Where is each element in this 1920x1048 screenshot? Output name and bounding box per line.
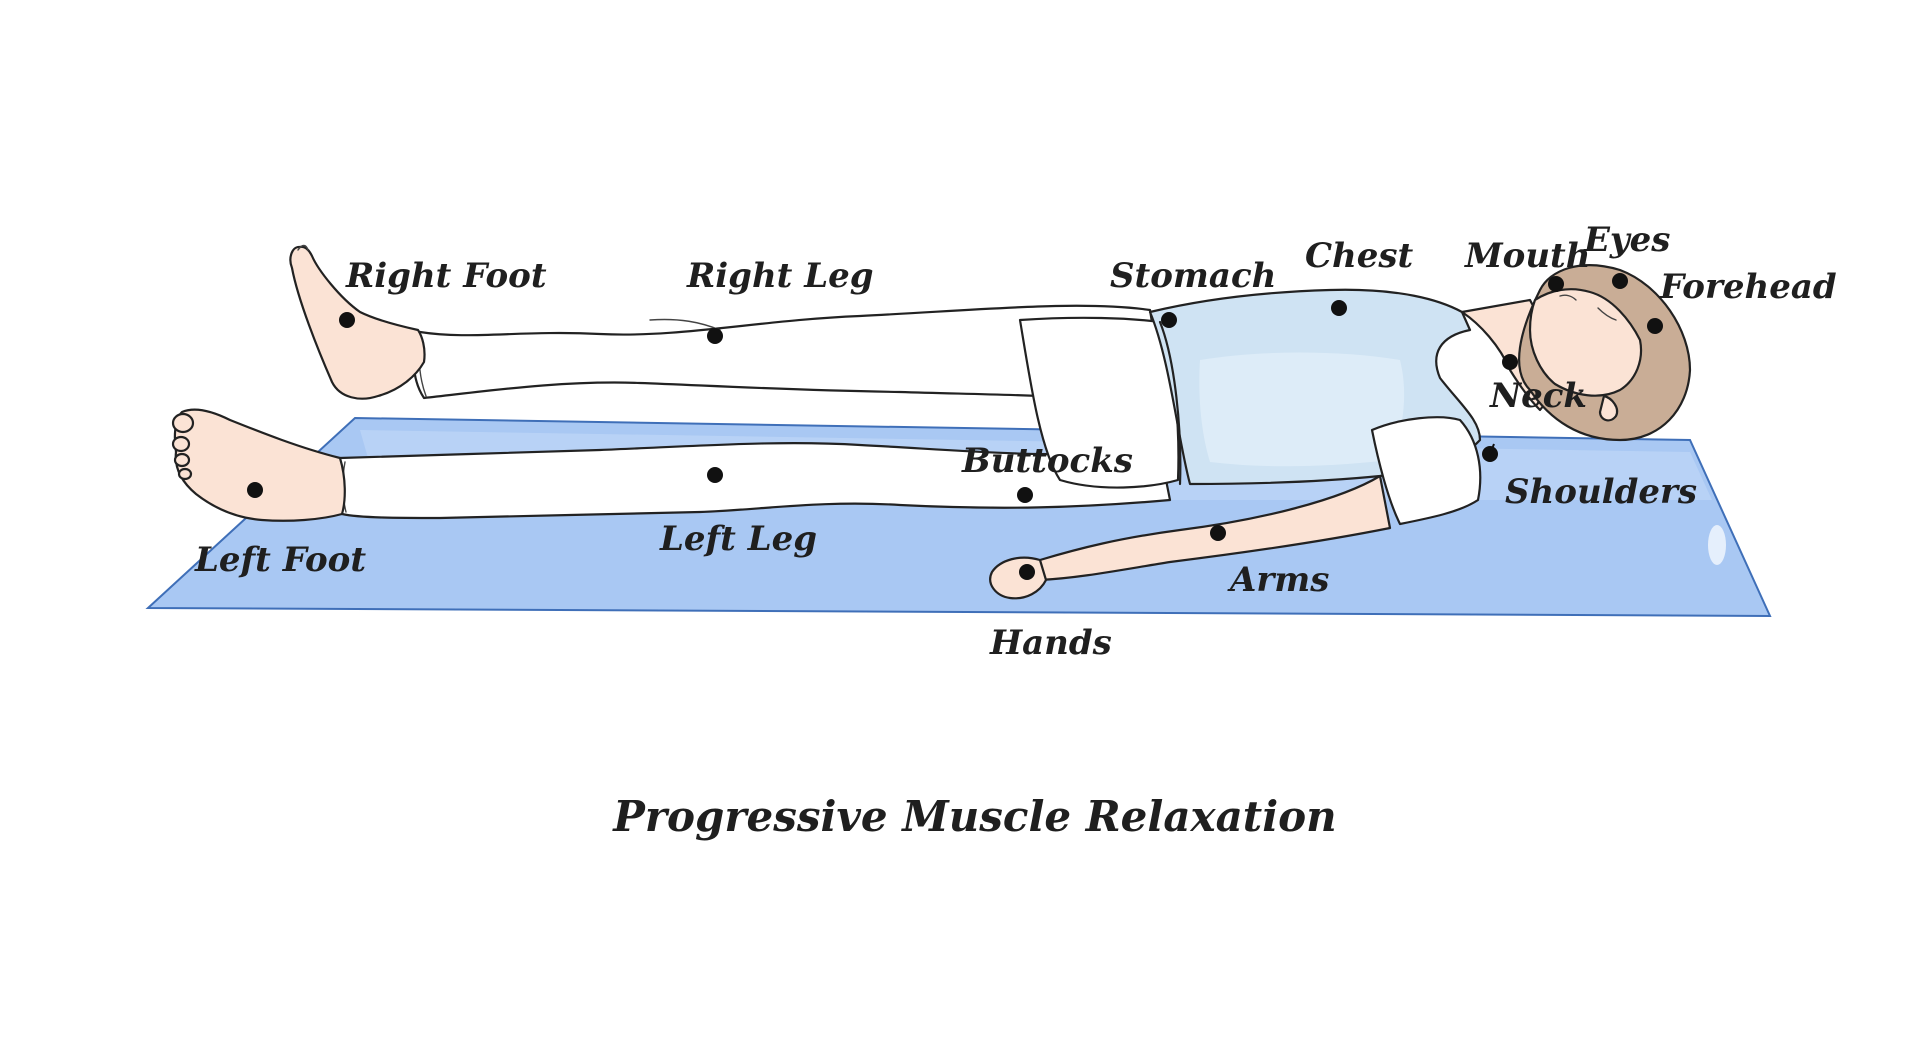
marker-buttocks [1017,487,1033,503]
label-chest: Chest [1305,236,1414,276]
labels: Right Foot Right Leg Stomach Chest Mouth… [194,220,1837,841]
marker-chest [1331,300,1347,316]
label-shoulders: Shoulders [1505,472,1697,512]
marker-arms [1210,525,1226,541]
marker-left-leg [707,467,723,483]
label-left-leg: Left Leg [659,519,817,559]
label-mouth: Mouth [1464,236,1590,276]
marker-left-foot [247,482,263,498]
marker-forehead [1647,318,1663,334]
label-stomach: Stomach [1110,256,1276,296]
label-buttocks: Buttocks [961,441,1133,481]
label-neck: Neck [1489,376,1587,416]
left-leg-figure [335,442,1172,520]
label-arms: Arms [1227,560,1329,600]
marker-hands [1019,564,1035,580]
diagram-title: Progressive Muscle Relaxation [612,792,1336,841]
label-hands: Hands [989,623,1112,663]
label-left-foot: Left Foot [194,540,366,580]
head-figure [1460,264,1692,442]
marker-stomach [1161,312,1177,328]
marker-eyes [1612,273,1628,289]
marker-right-foot [339,312,355,328]
markers [247,273,1663,580]
label-forehead: Forehead [1659,267,1837,307]
label-eyes: Eyes [1583,220,1670,260]
label-right-leg: Right Leg [686,256,874,296]
sleeve-figure [1370,416,1482,526]
left-foot-figure [171,408,346,522]
marker-neck [1502,354,1518,370]
marker-right-leg [707,328,723,344]
marker-mouth [1548,276,1564,292]
pants-figure [1018,316,1180,489]
label-right-foot: Right Foot [345,256,547,296]
right-foot-figure [289,244,426,400]
